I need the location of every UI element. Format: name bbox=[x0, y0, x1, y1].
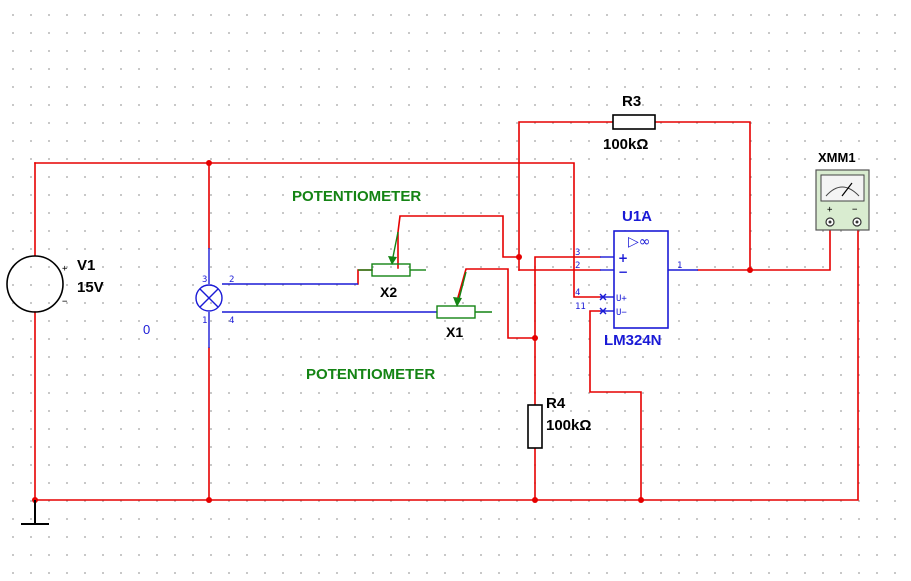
wire-r3-left bbox=[518, 121, 614, 258]
voltage-source-v1[interactable]: + − V1 15V bbox=[6, 255, 104, 313]
opamp-pin: 1 bbox=[677, 261, 682, 271]
switch-pin: 4 bbox=[229, 316, 234, 326]
wire-pin11 bbox=[589, 310, 642, 501]
x1-name: X1 bbox=[446, 324, 463, 340]
x2-name: X2 bbox=[380, 284, 397, 300]
wiper-arrow-icon bbox=[388, 256, 397, 265]
resistor-r4[interactable]: R4 100kΩ bbox=[527, 395, 591, 449]
x2-caption: POTENTIOMETER bbox=[292, 188, 421, 205]
wiper-arrow-icon bbox=[453, 297, 462, 307]
potentiometer-x2[interactable]: X2 bbox=[358, 231, 426, 300]
opamp-vee: U− bbox=[616, 308, 627, 318]
r4-value: 100kΩ bbox=[546, 417, 591, 434]
junctions bbox=[32, 160, 753, 503]
opamp-u1a[interactable]: ▷∞ + − U+ U− 3 2 4 11 1 U1A LM324N bbox=[575, 208, 698, 349]
opamp-plus: + bbox=[618, 251, 628, 265]
wire-bottom-rail bbox=[34, 222, 859, 501]
potentiometer-x1[interactable]: X1 bbox=[436, 271, 492, 340]
junction-dot bbox=[747, 267, 753, 273]
wire-r3-right bbox=[654, 121, 751, 271]
wire-x1-wiper bbox=[456, 268, 536, 339]
wire-noninv bbox=[534, 256, 601, 339]
ground-icon bbox=[21, 500, 49, 525]
wires bbox=[34, 121, 859, 501]
wire-top-rail bbox=[34, 162, 601, 298]
switch-pin: 1 bbox=[202, 316, 207, 326]
junction-dot bbox=[638, 497, 644, 503]
junction-dot bbox=[516, 254, 522, 260]
xmm1-plus: + bbox=[827, 205, 833, 215]
opamp-vcc: U+ bbox=[616, 294, 627, 304]
opamp-pin: 4 bbox=[575, 288, 580, 298]
opamp-pin: 3 bbox=[575, 248, 580, 258]
v1-plus: + bbox=[62, 264, 68, 274]
net-label-0: 0 bbox=[143, 322, 150, 337]
switch-pin: 2 bbox=[229, 275, 234, 285]
v1-value: 15V bbox=[77, 279, 104, 296]
multimeter-xmm1[interactable]: XMM1 + − bbox=[815, 150, 870, 231]
xmm1-name: XMM1 bbox=[818, 150, 856, 165]
junction-dot bbox=[206, 160, 212, 166]
x1-caption: POTENTIOMETER bbox=[306, 366, 435, 383]
xmm1-minus: − bbox=[852, 205, 858, 215]
r4-name: R4 bbox=[546, 395, 566, 412]
r3-value: 100kΩ bbox=[603, 136, 648, 153]
opamp-pin: 2 bbox=[575, 261, 580, 271]
crossed-circle-switch-icon bbox=[195, 284, 223, 312]
junction-dot bbox=[532, 335, 538, 341]
v1-name: V1 bbox=[77, 257, 95, 274]
resistor-r3[interactable]: R3 100kΩ bbox=[603, 93, 656, 153]
opamp-pin: 11 bbox=[575, 302, 586, 312]
v1-minus: − bbox=[62, 297, 68, 307]
junction-dot bbox=[206, 497, 212, 503]
switch-component[interactable]: 3 2 1 4 bbox=[195, 248, 437, 348]
dc-voltage-source-icon bbox=[6, 255, 64, 313]
u1a-name: U1A bbox=[622, 208, 652, 225]
junction-dot bbox=[532, 497, 538, 503]
switch-pin: 3 bbox=[202, 275, 207, 285]
wire-x2-in bbox=[357, 269, 373, 285]
opamp-symbol-icon: ▷∞ bbox=[628, 234, 650, 250]
r3-name: R3 bbox=[622, 93, 641, 110]
u1a-part: LM324N bbox=[604, 332, 662, 349]
wire-output bbox=[697, 222, 831, 271]
opamp-minus: − bbox=[618, 265, 628, 279]
wire-x2-wiper bbox=[397, 215, 520, 269]
